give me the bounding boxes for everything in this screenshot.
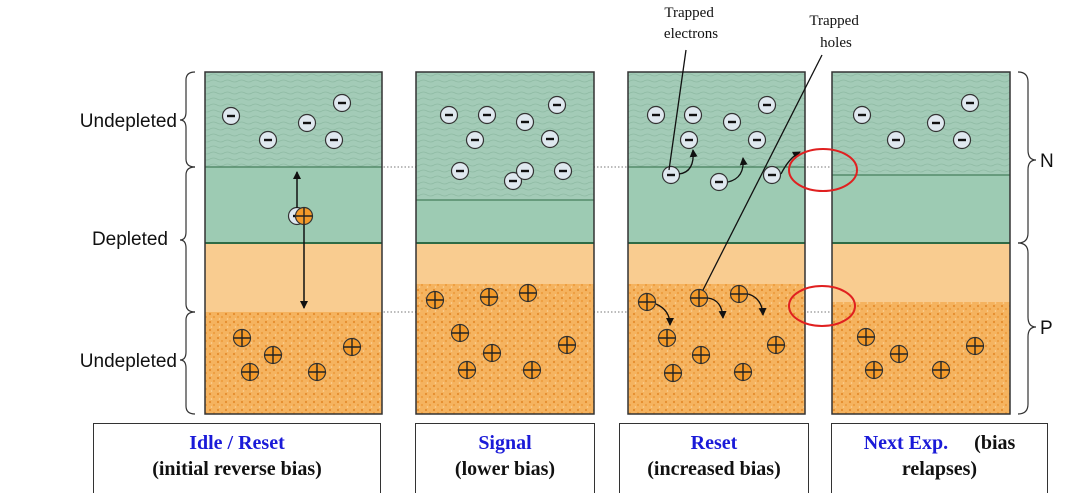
label-depleted: Depleted xyxy=(92,229,168,250)
panel-idle-reset xyxy=(204,71,383,415)
brace-depleted xyxy=(179,166,196,313)
label-n-region: N xyxy=(1040,151,1054,172)
brace-undepleted-top xyxy=(179,71,196,168)
caption-next-exposure: Next Exp. (bias relapses) xyxy=(831,423,1048,493)
caption-subtitle: (lower bias) xyxy=(454,458,556,480)
label-p-region: P xyxy=(1040,318,1053,339)
label-undepleted-top: Undepleted xyxy=(80,111,177,132)
caption-subtitle: (increased bias) xyxy=(647,458,781,480)
panel-reset-increased-bias xyxy=(627,71,806,415)
caption-title: Next Exp. xyxy=(863,432,949,454)
caption-title: Signal xyxy=(478,432,532,454)
caption-signal: Signal (lower bias) xyxy=(415,423,595,493)
caption-subtitle: relapses) xyxy=(901,458,978,480)
panel-signal xyxy=(415,71,595,415)
caption-title-extra: (bias xyxy=(974,432,1016,454)
caption-title: Reset xyxy=(690,432,738,454)
caption-reset: Reset (increased bias) xyxy=(619,423,809,493)
brace-undepleted-bottom xyxy=(179,311,196,415)
trapped-electrons-pointer xyxy=(668,49,687,171)
trapped-holes-label: Trapped holes xyxy=(809,13,862,51)
trapped-holes-pointer xyxy=(702,54,823,291)
panel-next-exposure xyxy=(831,71,1011,415)
label-undepleted-bottom: Undepleted xyxy=(80,351,177,372)
caption-title-row: Next Exp. (bias xyxy=(832,430,1047,456)
caption-title: Idle / Reset xyxy=(189,432,285,454)
brace-n-region xyxy=(1017,71,1037,244)
brace-p-region xyxy=(1017,242,1037,415)
highlight-circle-p xyxy=(788,285,856,327)
caption-idle-reset: Idle / Reset (initial reverse bias) xyxy=(93,423,381,493)
trapped-electrons-label: Trapped electrons xyxy=(664,5,718,42)
highlight-circle-n xyxy=(788,148,858,192)
caption-subtitle: (initial reverse bias) xyxy=(152,458,322,480)
